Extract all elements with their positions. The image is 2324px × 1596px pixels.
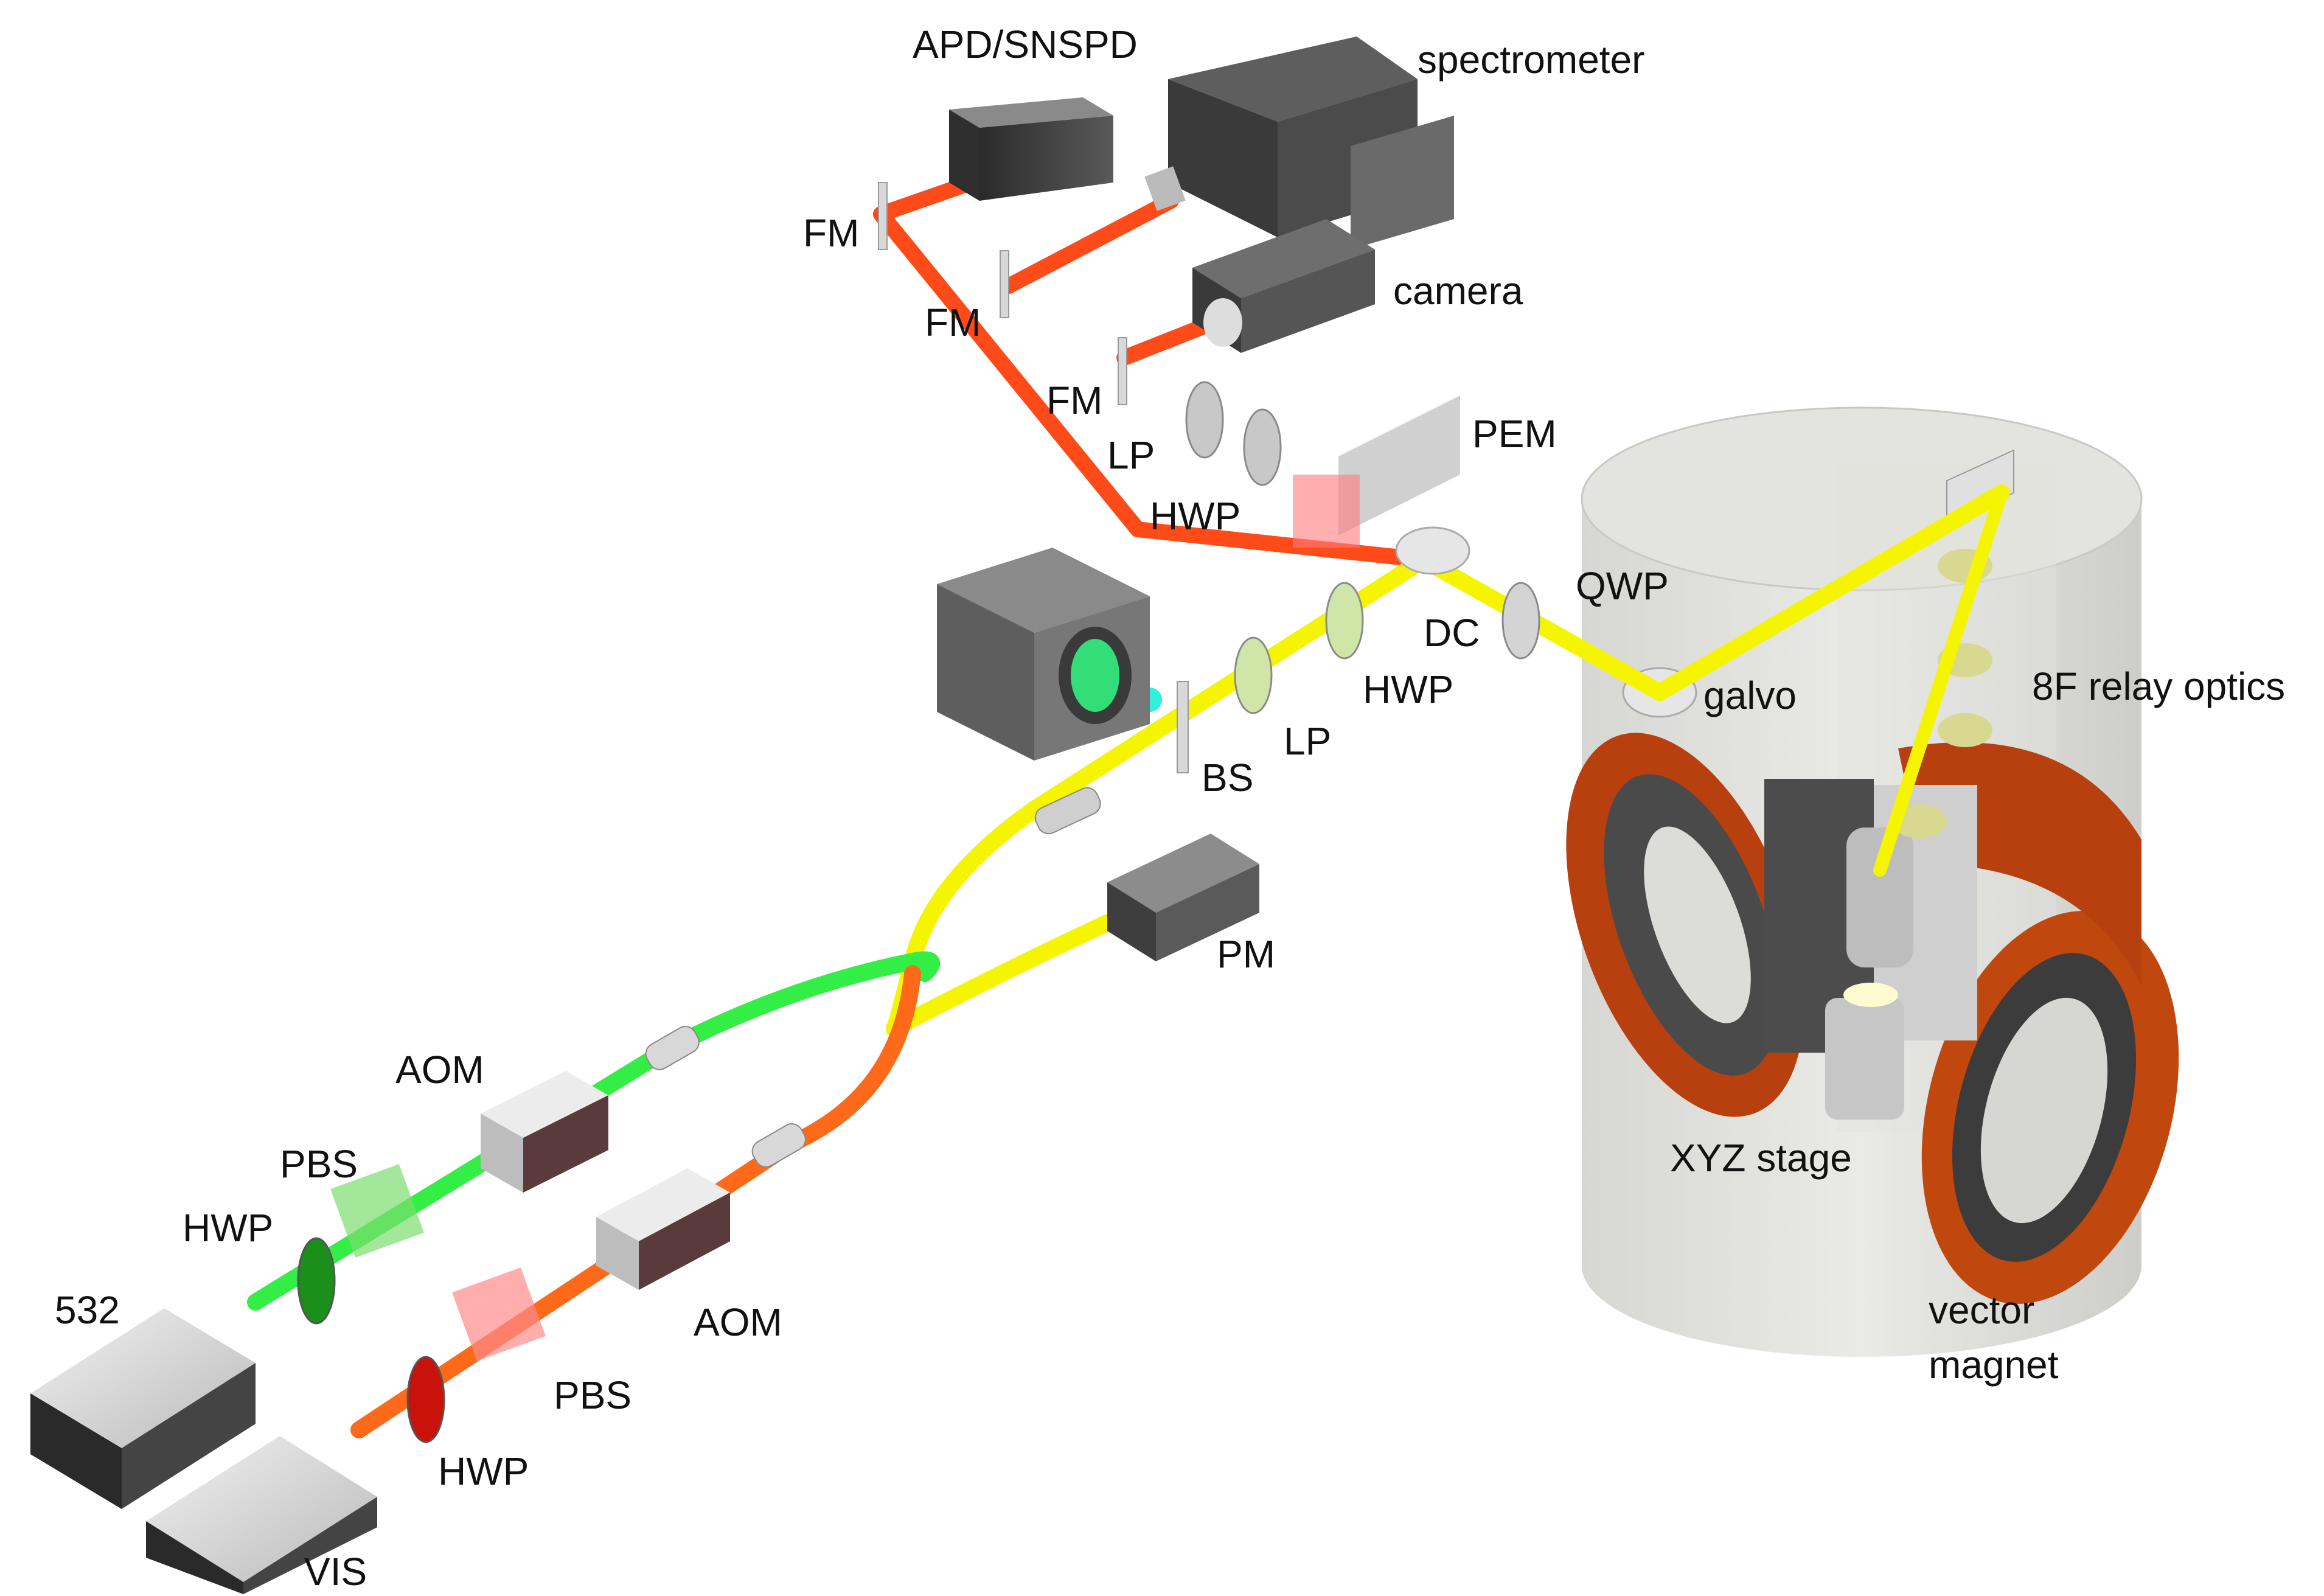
pbs-red xyxy=(452,1267,546,1361)
laser-532 xyxy=(30,1308,256,1509)
hwp-red xyxy=(406,1356,445,1443)
flip-mirror-1 xyxy=(878,182,888,250)
power-meter xyxy=(1107,834,1259,961)
label-galvo: galvo xyxy=(1703,674,1797,717)
label-532: 532 xyxy=(55,1288,120,1332)
label-pem: PEM xyxy=(1472,412,1557,456)
galvo-mirror-top xyxy=(1946,449,2014,524)
label-vis: VIS xyxy=(304,1550,367,1594)
spectrometer xyxy=(1144,37,1454,249)
label-lp-top: LP xyxy=(1107,433,1155,477)
label-pm: PM xyxy=(1217,932,1275,976)
flip-mirror-2 xyxy=(1000,250,1009,318)
qwp xyxy=(1501,582,1540,660)
label-hwp-top: HWP xyxy=(1150,494,1240,538)
label-fm1: FM xyxy=(803,211,859,255)
xyz-stage xyxy=(1764,779,1977,1120)
lp-top xyxy=(1185,381,1224,459)
label-fm2: FM xyxy=(925,301,981,344)
label-pbs-green: PBS xyxy=(280,1142,358,1186)
hwp-green xyxy=(297,1237,336,1325)
label-vector-2: magnet xyxy=(1929,1343,2059,1387)
label-apd: APD/SNSPD xyxy=(913,23,1138,66)
aom-red xyxy=(596,1168,730,1290)
label-hwp-green: HWP xyxy=(183,1206,273,1250)
label-pbs-red: PBS xyxy=(554,1373,631,1417)
label-relay: 8F relay optics xyxy=(2032,664,2285,708)
label-xyz: XYZ stage xyxy=(1670,1136,1852,1180)
label-hwp-mid: HWP xyxy=(1363,667,1453,711)
aom-green xyxy=(481,1071,608,1193)
laser-vis xyxy=(146,1436,377,1594)
camera xyxy=(1192,219,1375,353)
label-lp-mid: LP xyxy=(1284,719,1331,763)
collimator-green xyxy=(645,1026,700,1070)
fiber-coupler xyxy=(1034,787,1101,835)
label-spectrometer: spectrometer xyxy=(1418,38,1644,82)
hwp-mid xyxy=(1325,582,1364,660)
hwp-top xyxy=(1243,408,1282,486)
label-vector-1: vector xyxy=(1929,1288,2034,1332)
flip-mirror-3 xyxy=(1118,337,1127,405)
collimator-orange xyxy=(751,1123,806,1168)
label-aom-red: AOM xyxy=(694,1300,782,1344)
lp-mid xyxy=(1234,636,1273,714)
label-aom-green: AOM xyxy=(395,1048,484,1092)
label-bs: BS xyxy=(1202,756,1253,800)
dichroic xyxy=(1395,526,1470,575)
pbs-green xyxy=(330,1164,424,1258)
label-dc: DC xyxy=(1424,611,1480,655)
label-qwp: QWP xyxy=(1576,564,1669,608)
beam-splitter xyxy=(1177,681,1189,773)
label-fm3: FM xyxy=(1046,378,1102,422)
pem xyxy=(1293,396,1460,548)
label-camera: camera xyxy=(1393,269,1523,313)
label-hwp-red: HWP xyxy=(438,1449,529,1493)
cyan-detector xyxy=(937,548,1150,761)
apd-detector xyxy=(949,97,1113,201)
